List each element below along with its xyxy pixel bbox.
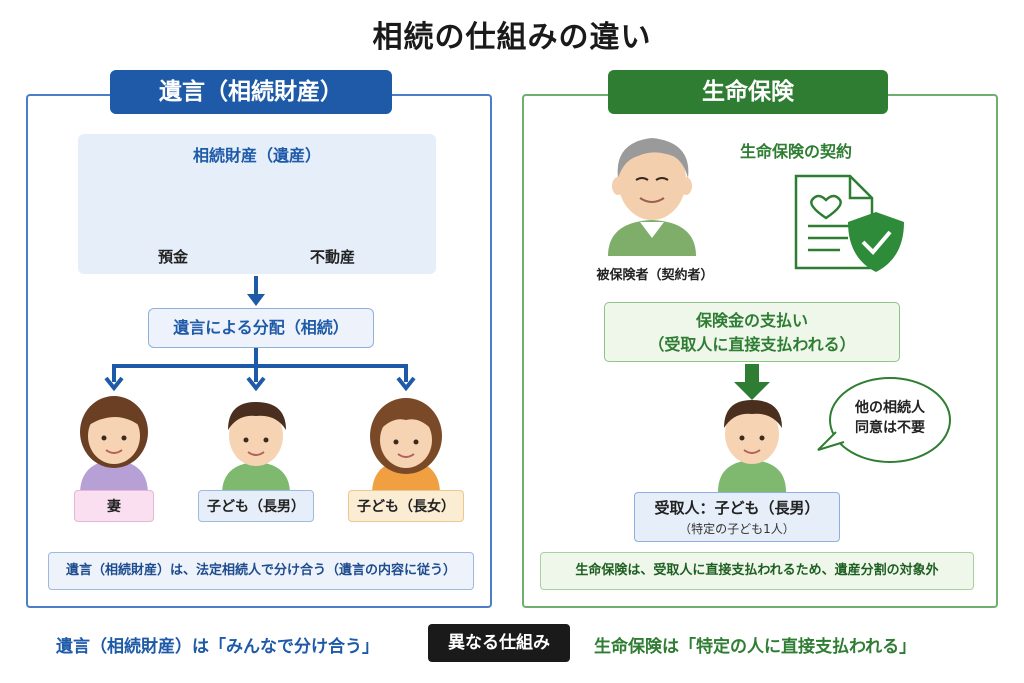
distribution-box: 遺言による分配（相続） bbox=[148, 308, 374, 348]
recipient-box: 受取人：子ども（長男） （特定の子ども1人） bbox=[634, 492, 840, 542]
bottom-right-summary: 生命保険は「特定の人に直接支払われる」 bbox=[594, 637, 917, 657]
bottom-center-badge: 異なる仕組み bbox=[428, 624, 570, 662]
assets-title: 相続財産（遺産） bbox=[192, 146, 321, 165]
payment-line1: 保険金の支払い bbox=[695, 311, 808, 330]
insurance-header: 生命保険 bbox=[608, 70, 888, 114]
heir-eldest-son-label: 子ども（長男） bbox=[198, 490, 314, 522]
speech-bubble bbox=[817, 377, 951, 463]
recipient-main: 受取人：子ども（長男） bbox=[654, 499, 820, 517]
payment-arrow bbox=[734, 364, 770, 400]
bottom-left-summary: 遺言（相続財産）は「みんなで分け合う」 bbox=[56, 637, 379, 657]
will-note: 遺言（相続財産）は、法定相続人で分け合う（遺言の内容に従う） bbox=[48, 552, 474, 590]
eldest-son-avatar bbox=[222, 402, 290, 494]
bubble-line1: 他の相続人 bbox=[855, 400, 925, 416]
payment-line2: （受取人に直接支払われる） bbox=[648, 335, 856, 354]
page-title: 相続の仕組みの違い bbox=[372, 20, 652, 55]
bubble-text: 他の相続人 同意は不要 bbox=[840, 398, 940, 438]
insurance-note: 生命保険は、受取人に直接支払われるため、遺産分割の対象外 bbox=[540, 552, 974, 590]
branch-arrows bbox=[104, 348, 416, 392]
heir-wife-label: 妻 bbox=[74, 490, 154, 522]
contract-title: 生命保険の契約 bbox=[739, 142, 852, 161]
heir-eldest-daughter-label: 子ども（長女） bbox=[348, 490, 464, 522]
wife-avatar bbox=[80, 396, 148, 494]
payment-box: 保険金の支払い （受取人に直接支払われる） bbox=[604, 302, 900, 362]
inheritance-assets-box: 相続財産（遺産） bbox=[78, 134, 436, 274]
will-header: 遺言（相続財産） bbox=[110, 70, 392, 114]
recipient-sub: （特定の子ども1人） bbox=[679, 522, 795, 536]
insured-label: 被保険者（契約者） bbox=[596, 268, 714, 283]
eldest-daughter-avatar bbox=[370, 398, 442, 494]
insurance-contract-icon bbox=[794, 174, 904, 272]
recipient-son-avatar bbox=[718, 400, 786, 492]
insured-elder-avatar bbox=[608, 138, 696, 256]
bubble-line2: 同意は不要 bbox=[855, 420, 925, 436]
deposit-label: 預金 bbox=[158, 248, 189, 266]
real-estate-label: 不動産 bbox=[310, 248, 356, 266]
